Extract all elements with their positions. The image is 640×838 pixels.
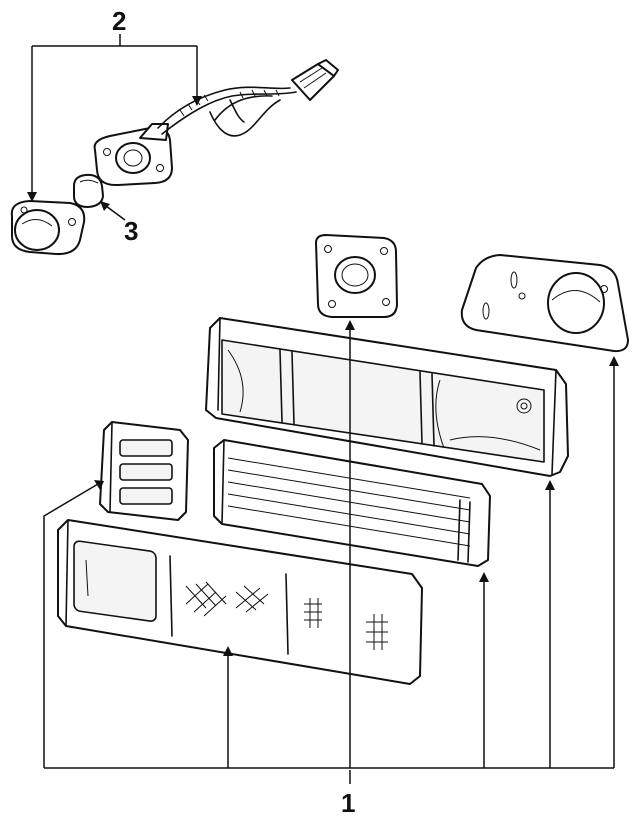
socket-harness-group: 2 [10,6,339,256]
callout-3-arrow [100,201,110,211]
bulb-icon [73,173,104,208]
ribbed-lens [213,439,491,567]
front-lens-assembly [57,519,423,685]
harness-socket-flange [93,123,173,187]
mounting-bracket [460,254,629,353]
bulb-group: 3 [73,173,138,246]
leader-side-marker [43,483,99,768]
lamp-housing [205,317,569,477]
callout-2-arrow-left [27,192,37,202]
harness-connector [291,59,339,101]
socket-flange-left [10,200,86,256]
callout-3-leader [105,205,126,221]
callout-label-2: 2 [112,6,126,36]
callout-label-1: 1 [341,788,355,818]
callout-label-3: 3 [124,216,138,246]
callout-1-leaders: 1 [43,320,619,818]
side-marker-lens [99,421,189,521]
small-gasket [315,234,398,318]
wire-harness [157,86,297,137]
callout-2-leader [31,34,198,195]
